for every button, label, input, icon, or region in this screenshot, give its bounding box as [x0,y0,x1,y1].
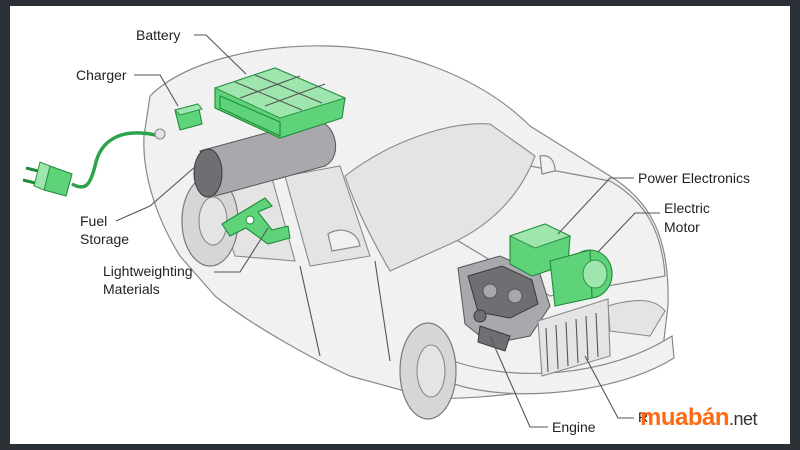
windshield [344,123,536,272]
label-battery: Battery [136,27,247,75]
label-radiator-partial: R [584,355,648,425]
label-fuel-storage-line2: Storage [80,231,129,247]
label-electric-motor-line2: Motor [664,219,700,235]
watermark-brand: muabán [640,404,730,431]
label-power-electronics-text: Power Electronics [638,170,750,186]
muaban-watermark-logo: muabán.net [640,398,758,438]
label-radiator-text: R [638,409,648,425]
lightweighting-bracket [221,197,291,245]
label-electric-motor: Electric Motor [597,200,710,253]
charger-unit [174,103,203,131]
label-fuel-storage: Fuel Storage [80,165,197,247]
fuel-storage-tank [193,120,337,198]
label-charger-text: Charger [76,67,127,83]
label-engine-text: Engine [552,419,596,435]
label-lightweighting: Lightweighting Materials [103,227,269,297]
diagram-frame: Battery Charger Fuel Storage Lightweight… [10,6,790,444]
label-charger: Charger [76,67,179,107]
watermark-suffix: .net [729,409,758,429]
radiator [537,298,611,377]
label-battery-text: Battery [136,27,180,43]
label-electric-motor-line1: Electric [664,200,710,216]
engine-block [457,255,551,352]
car-diagram: Battery Charger Fuel Storage Lightweight… [22,27,750,435]
front-bumper [439,334,675,395]
label-lightweighting-line2: Materials [103,281,160,297]
label-power-electronics: Power Electronics [557,170,750,235]
electric-motor-unit [549,249,613,307]
label-engine: Engine [489,335,596,435]
front-wheel [399,322,457,420]
label-fuel-storage-line1: Fuel [80,213,107,229]
plug-icon [22,128,166,197]
rear-wheel [181,175,239,267]
label-lightweighting-line1: Lightweighting [103,263,193,279]
headlight [607,299,666,337]
side-mirror [327,229,361,252]
battery-pack [213,67,347,139]
